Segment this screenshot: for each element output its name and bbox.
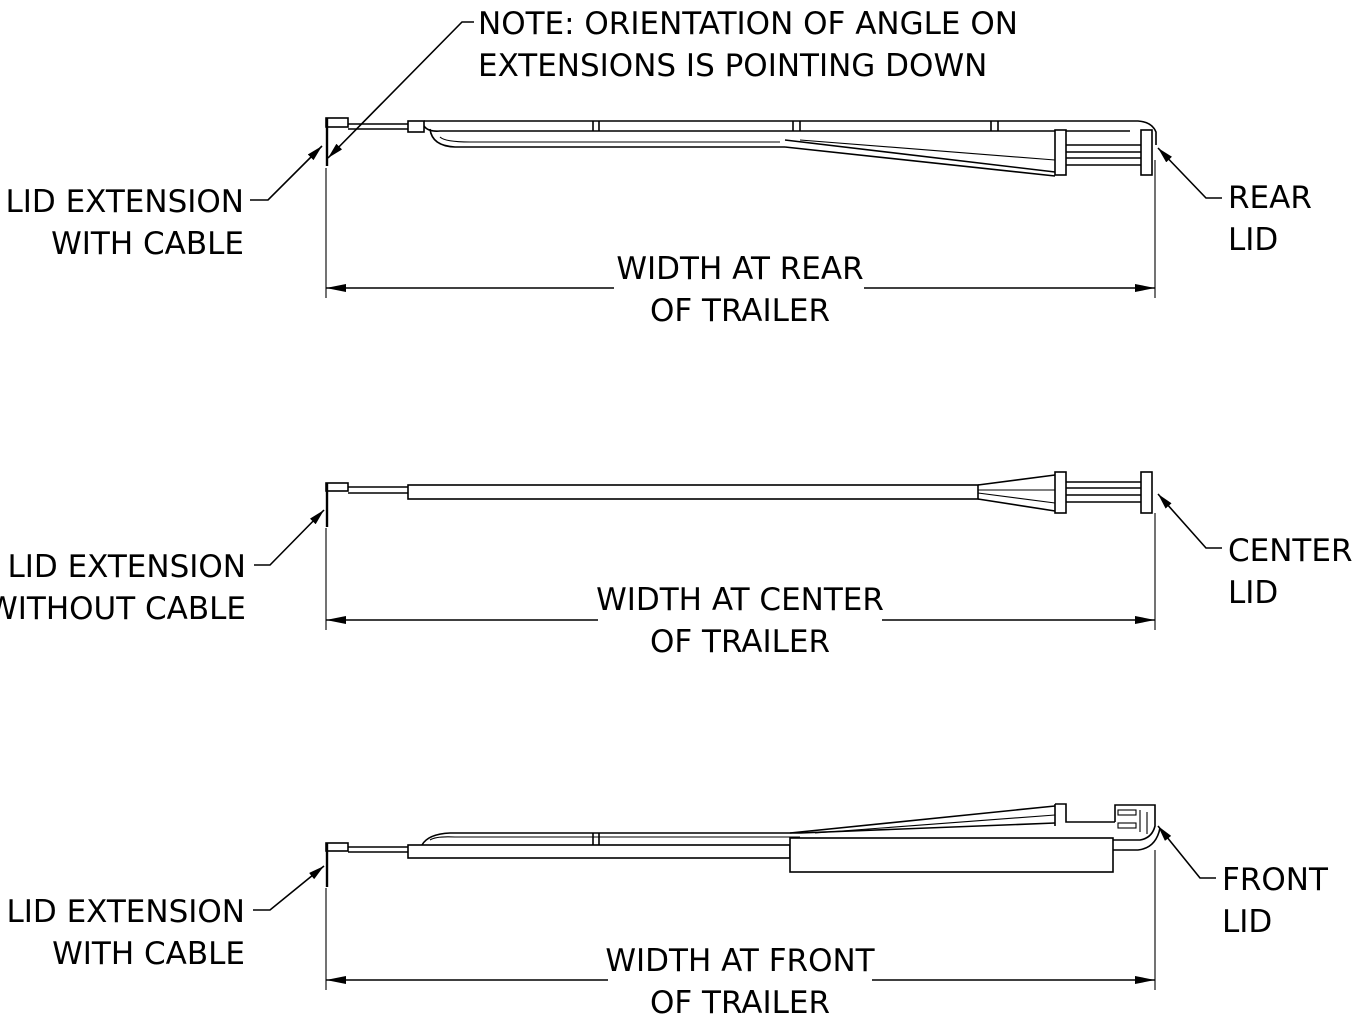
- center-right-label-1: CENTER: [1228, 533, 1352, 569]
- front-dimension-label-1: WIDTH AT FRONT: [605, 943, 875, 979]
- center-left-leader: [254, 509, 325, 566]
- rear-right-label-2: LID: [1228, 222, 1278, 258]
- note-leader: [327, 21, 474, 159]
- front-right-label-2: LID: [1222, 904, 1272, 940]
- center-width-dimension: WIDTH AT CENTER OF TRAILER: [325, 513, 1156, 660]
- rear-left-label-1: LID EXTENSION: [5, 184, 244, 220]
- rear-width-dimension: WIDTH AT REAR OF TRAILER: [325, 160, 1156, 329]
- front-lid-extension: [325, 842, 408, 887]
- center-left-label-1: LID EXTENSION: [7, 549, 246, 585]
- rear-lid-view: LID EXTENSION WITH CABLE REAR LID WIDTH …: [5, 117, 1312, 329]
- center-dimension-label-2: OF TRAILER: [650, 624, 830, 660]
- center-left-label-2: WITHOUT CABLE: [0, 591, 246, 627]
- center-lid-extension: [325, 482, 408, 527]
- front-left-leader: [253, 865, 325, 911]
- rear-lid-extension: [325, 117, 425, 166]
- rear-dimension-label-2: OF TRAILER: [650, 293, 830, 329]
- center-dimension-label-1: WIDTH AT CENTER: [596, 582, 884, 618]
- front-width-dimension: WIDTH AT FRONT OF TRAILER: [325, 850, 1156, 1020]
- front-right-leader: [1157, 825, 1216, 879]
- center-right-leader: [1157, 493, 1222, 549]
- rear-left-label-2: WITH CABLE: [51, 226, 244, 262]
- front-lid-body: [407, 803, 1161, 873]
- rear-lid-body: [423, 120, 1157, 177]
- front-dimension-label-2: OF TRAILER: [650, 985, 830, 1020]
- note-line-1: NOTE: ORIENTATION OF ANGLE ON: [478, 6, 1018, 42]
- note: NOTE: ORIENTATION OF ANGLE ON EXTENSIONS…: [327, 6, 1018, 159]
- front-left-label-1: LID EXTENSION: [6, 894, 245, 930]
- rear-right-leader: [1157, 147, 1222, 199]
- rear-right-label-1: REAR: [1228, 180, 1312, 216]
- center-lid-body: [407, 471, 1153, 514]
- center-lid-view: LID EXTENSION WITHOUT CABLE CENTER LID W…: [0, 471, 1352, 660]
- center-right-label-2: LID: [1228, 575, 1278, 611]
- rear-dimension-label-1: WIDTH AT REAR: [616, 251, 863, 287]
- rear-left-leader: [250, 145, 323, 201]
- front-left-label-2: WITH CABLE: [52, 936, 245, 972]
- front-right-label-1: FRONT: [1222, 862, 1329, 898]
- front-lid-view: LID EXTENSION WITH CABLE FRONT LID WIDTH…: [6, 803, 1329, 1020]
- note-line-2: EXTENSIONS IS POINTING DOWN: [478, 48, 987, 84]
